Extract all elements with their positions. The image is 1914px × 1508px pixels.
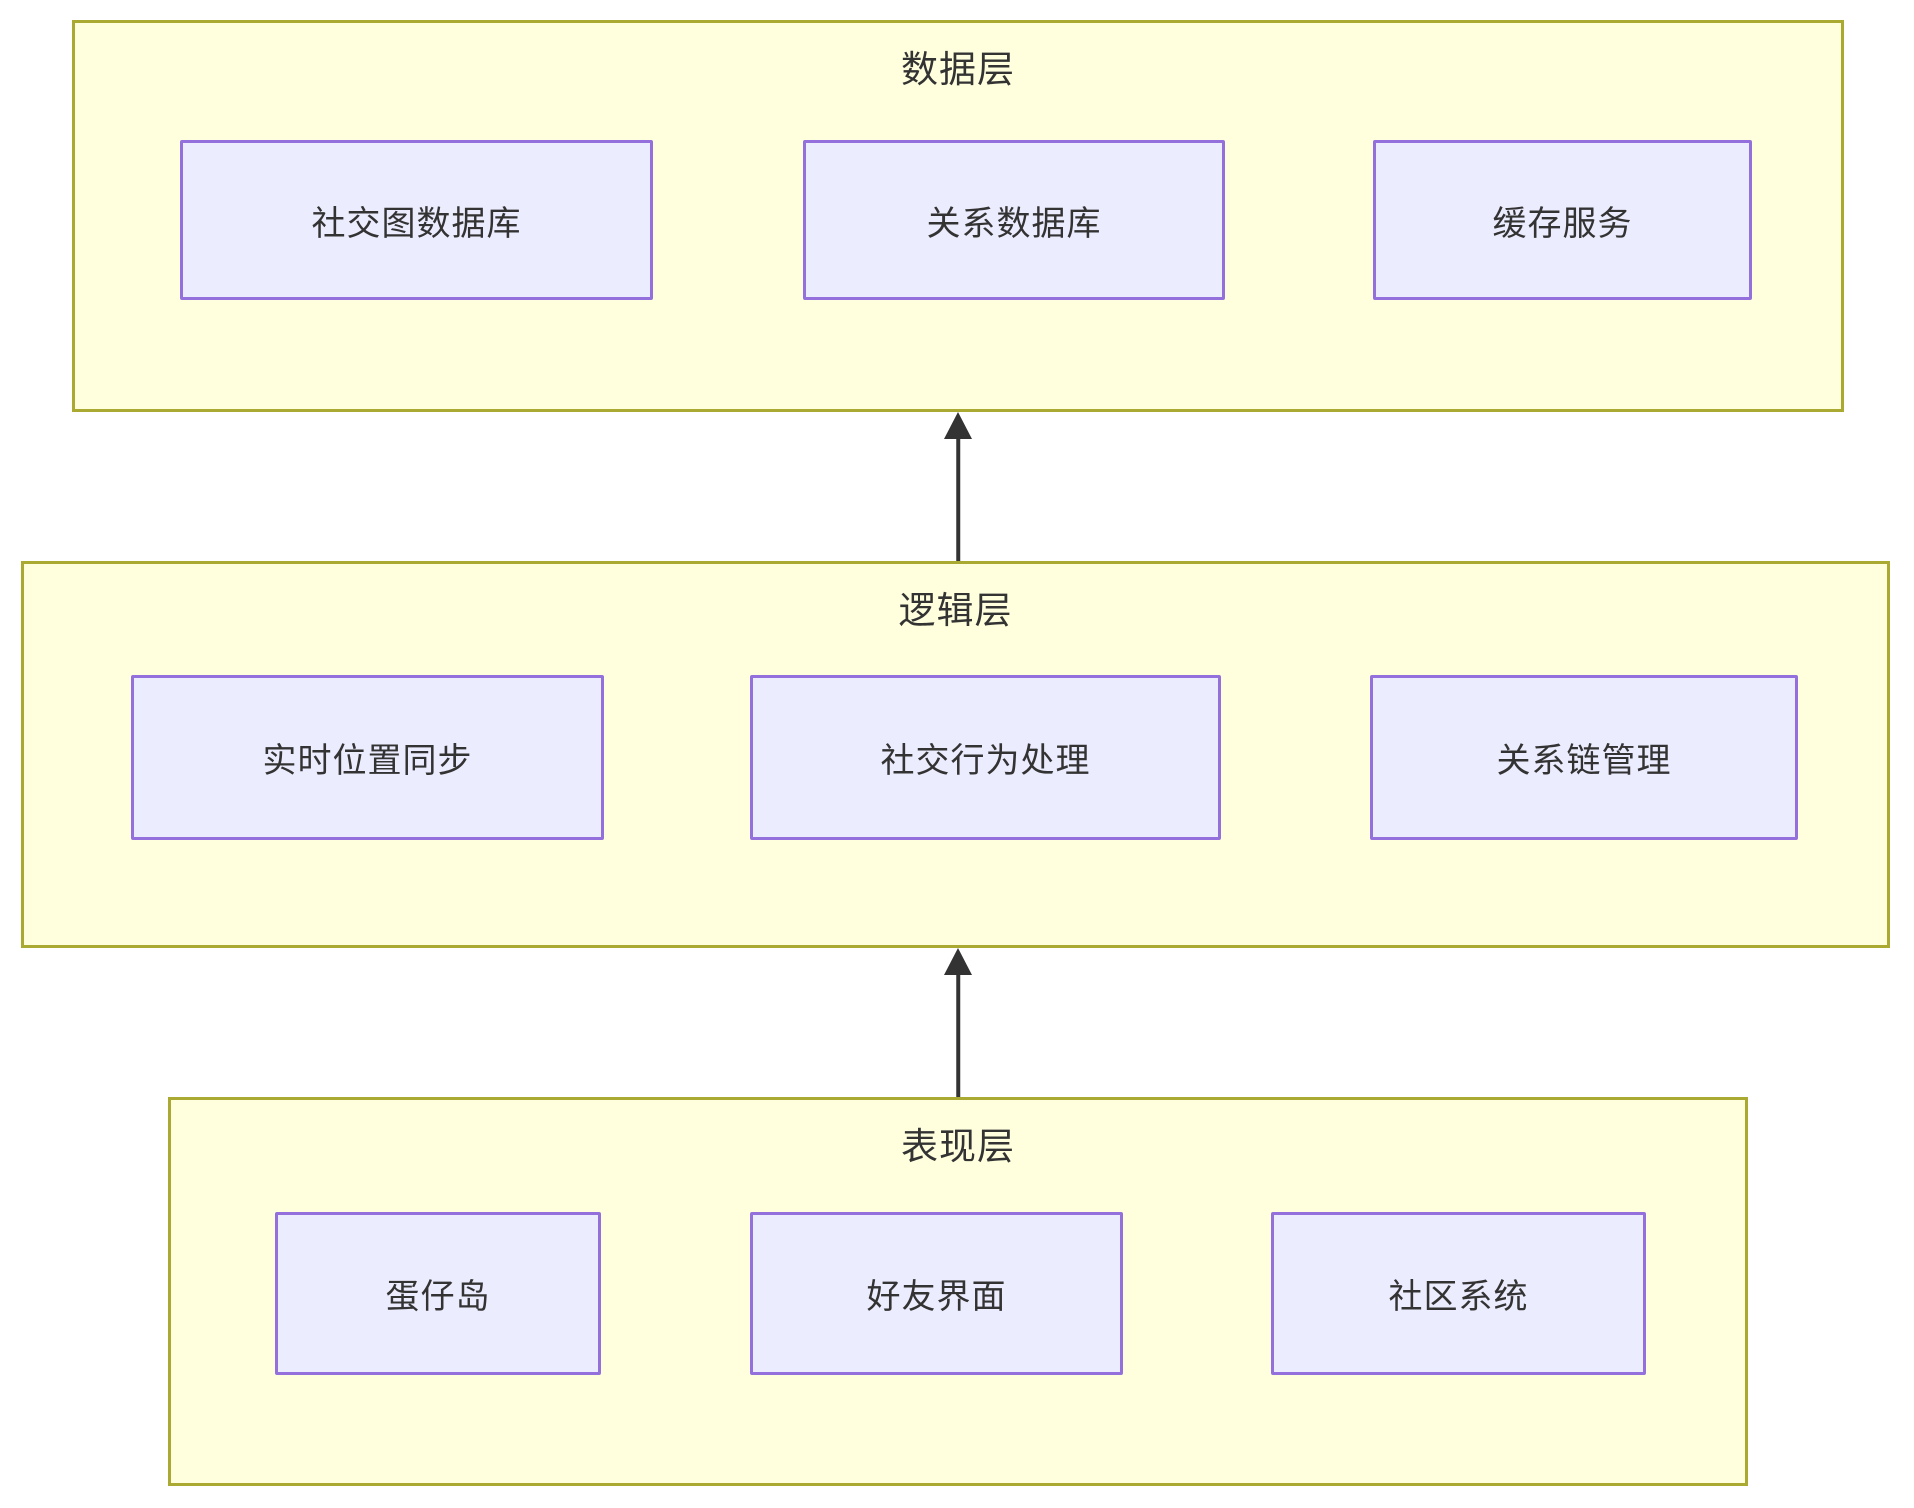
layer-logic-title: 逻辑层 [898,590,1013,631]
node-label: 关系数据库 [926,204,1102,243]
node-label: 社交图数据库 [311,204,522,243]
node-relational-database: 关系数据库 [803,140,1225,300]
layer-data-title: 数据层 [901,49,1015,90]
layer-presentation-title: 表现层 [901,1126,1015,1167]
node-eggy-island: 蛋仔岛 [275,1212,601,1375]
layer-logic: 逻辑层 实时位置同步 社交行为处理 关系链管理 [21,561,1890,948]
node-label: 实时位置同步 [262,742,473,780]
node-label: 好友界面 [866,1278,1007,1316]
node-label: 缓存服务 [1492,204,1633,243]
layer-data: 数据层 社交图数据库 关系数据库 缓存服务 [72,20,1844,412]
node-label: 蛋仔岛 [385,1278,491,1316]
arrow-presentation-to-logic-icon [944,948,972,1097]
node-realtime-location-sync: 实时位置同步 [131,675,604,840]
node-cache-service: 缓存服务 [1373,140,1752,300]
node-label: 社区系统 [1388,1278,1529,1316]
node-social-behavior-processing: 社交行为处理 [750,675,1221,840]
node-relationship-chain-management: 关系链管理 [1370,675,1798,840]
node-friends-ui: 好友界面 [750,1212,1123,1375]
node-community-system: 社区系统 [1271,1212,1646,1375]
arrow-logic-to-data-icon [944,412,972,561]
node-label: 关系链管理 [1496,742,1672,780]
layer-presentation: 表现层 蛋仔岛 好友界面 社区系统 [168,1097,1748,1486]
node-social-graph-database: 社交图数据库 [180,140,653,300]
node-label: 社交行为处理 [880,742,1091,780]
